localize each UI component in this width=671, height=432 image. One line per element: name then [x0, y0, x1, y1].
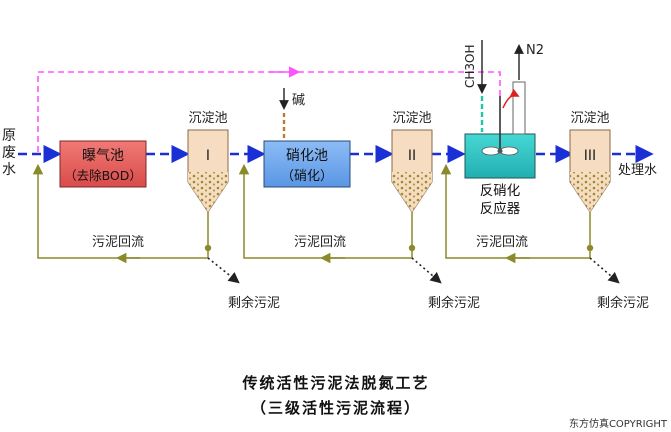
sludge-return-lines — [32, 163, 591, 264]
nitrogen-label: N2 — [526, 43, 544, 58]
settling-tank-label: 沉淀池 — [570, 111, 609, 126]
sludge-return-junctions — [204, 244, 594, 252]
alkali-dosing: 碱 — [279, 88, 305, 139]
diagram-subtitle: （三级活性污泥流程） — [251, 399, 421, 417]
denitrification-reactor: 反硝化 反应器 — [464, 96, 536, 217]
copyright-credit: 东方仿真COPYRIGHT — [569, 417, 668, 430]
clarifier-3: 沉淀池 III — [569, 111, 611, 213]
excess-sludge-label: 剩余污泥 — [228, 295, 280, 311]
clarifier-2: 沉淀池 II — [391, 111, 433, 213]
svg-text:水: 水 — [2, 162, 16, 178]
bypass-line — [37, 66, 501, 152]
svg-text:原: 原 — [2, 128, 16, 144]
methanol-label: CH3OH — [463, 44, 477, 88]
sludge-return-label: 污泥回流 — [92, 235, 144, 250]
settling-tank-label: 沉淀池 — [188, 111, 227, 126]
methanol-dosing: CH3OH — [463, 40, 487, 132]
aeration-tank: 曝气池 （去除BOD） — [59, 140, 147, 188]
gas-bubble-icon — [502, 88, 520, 109]
svg-text:废: 废 — [2, 145, 16, 161]
excess-sludge-labels: 剩余污泥 剩余污泥 剩余污泥 — [228, 295, 649, 311]
excess-sludge-lines — [207, 257, 620, 284]
excess-sludge-label: 剩余污泥 — [428, 295, 480, 311]
settling-tank-label: 沉淀池 — [392, 111, 431, 126]
nitrogen-vent: N2 — [502, 43, 544, 135]
clarifier-numeral: III — [584, 148, 596, 164]
clarifier-1: 沉淀池 I — [187, 111, 229, 213]
excess-sludge-label: 剩余污泥 — [597, 295, 649, 311]
alkali-label: 碱 — [292, 93, 305, 108]
aeration-tank-note: （去除BOD） — [64, 168, 142, 183]
nitrification-tank: 硝化池 （硝化） — [263, 140, 351, 188]
clarifier-numeral: II — [408, 148, 416, 164]
sludge-return-labels: 污泥回流 污泥回流 污泥回流 — [92, 235, 528, 250]
nitrification-tank-note: （硝化） — [281, 169, 333, 184]
raw-water-label: 原 废 水 — [2, 128, 16, 178]
diagram-title: 传统活性污泥法脱氮工艺 — [241, 374, 429, 392]
sludge-return-label: 污泥回流 — [294, 235, 346, 250]
sludge-return-label: 污泥回流 — [476, 235, 528, 250]
reactor-label-line2: 反应器 — [480, 200, 521, 217]
reactor-label-line1: 反硝化 — [480, 183, 521, 199]
mixer-icon — [481, 146, 519, 156]
clarifier-numeral: I — [206, 148, 210, 164]
nitrification-tank-name: 硝化池 — [286, 148, 328, 164]
aeration-tank-name: 曝气池 — [82, 148, 124, 164]
treated-water-label: 处理水 — [618, 163, 657, 178]
